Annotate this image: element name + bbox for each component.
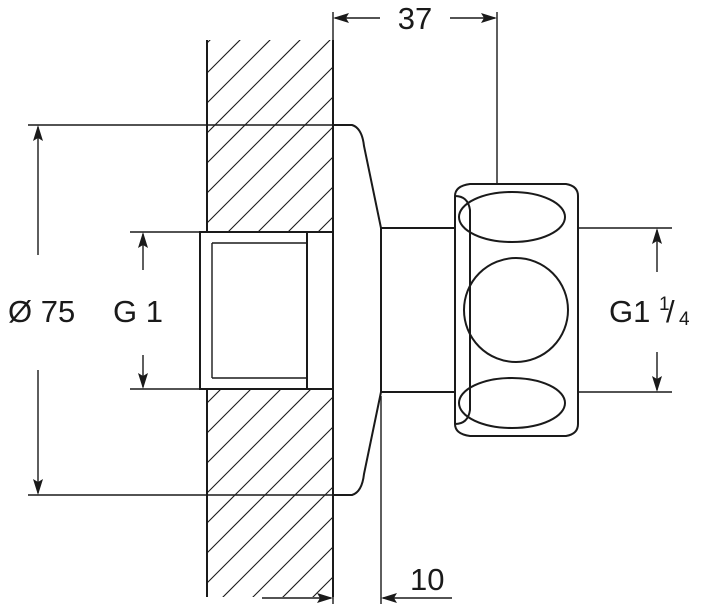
dimension-label-g1: G 1 — [113, 294, 163, 329]
arrow-right-icon — [481, 13, 497, 23]
dimension-protrusion-10: 10 — [262, 396, 452, 604]
dimension-flange-diameter: Ø 75 — [8, 124, 340, 496]
dimension-label-g1-quarter-slash: / — [666, 294, 675, 329]
arrow-down-icon — [652, 376, 662, 392]
dimension-label-g1-quarter-base: G1 — [609, 294, 650, 329]
arrow-up-icon — [652, 228, 662, 244]
dimension-label-10: 10 — [410, 562, 444, 597]
dimension-label-diameter-75: Ø 75 — [8, 294, 75, 329]
arrow-left-icon — [317, 593, 333, 603]
fitting-body — [199, 124, 579, 496]
arrow-up-icon — [138, 232, 148, 248]
wall-hatching — [207, 40, 333, 597]
dimension-thread-g1: G 1 — [113, 231, 207, 390]
arrow-down-icon — [138, 373, 148, 389]
dimension-thread-g1-quarter: G1 1 / 4 — [578, 227, 690, 393]
arrow-up-icon — [33, 125, 43, 141]
dimension-depth-37: 37 — [332, 1, 498, 184]
arrow-right-icon — [381, 593, 397, 603]
dimension-label-g1-quarter-denominator: 4 — [679, 309, 690, 330]
dimension-label-g1-quarter-numerator: 1 — [659, 294, 670, 315]
dimension-label-37: 37 — [398, 1, 432, 36]
arrow-down-icon — [33, 479, 43, 495]
arrow-left-icon — [333, 13, 349, 23]
